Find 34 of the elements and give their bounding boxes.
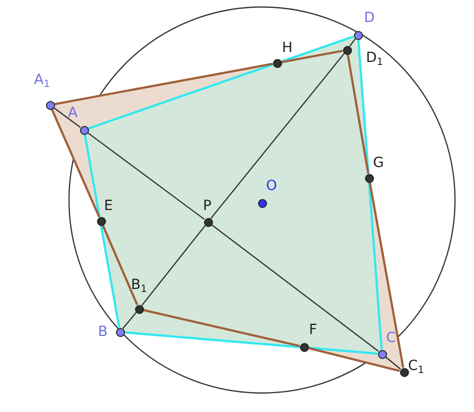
line-segment (102, 224, 138, 306)
line-segment (50, 108, 100, 218)
line-segment (122, 312, 137, 329)
point-label: D$_{1}$ (366, 50, 384, 66)
point-label: D (364, 10, 375, 26)
line-segment (308, 347, 400, 372)
point-label: P (203, 198, 212, 214)
line-segment (141, 225, 206, 306)
point-label: C$_{1}$ (408, 358, 424, 374)
line-segment (368, 182, 404, 368)
line-segment (211, 224, 379, 352)
line-segment (357, 39, 383, 350)
point-label: O (266, 178, 278, 194)
point-label: C (386, 330, 396, 346)
line-segment (385, 356, 401, 370)
point-label: B (98, 324, 108, 340)
point-label: H (282, 40, 293, 56)
point-label: A$_{1}$ (34, 72, 50, 88)
point-label: A (68, 105, 78, 121)
line-segment (281, 50, 343, 64)
line-segment (84, 134, 120, 328)
line-segment (88, 35, 354, 130)
line-segment (143, 308, 300, 348)
line-segment (349, 38, 356, 47)
line-segment (53, 107, 81, 128)
point-label: B$_{1}$ (131, 277, 147, 293)
line-segment (210, 53, 345, 219)
line-segment (87, 132, 205, 220)
point-label: G (373, 155, 384, 171)
line-segment (54, 62, 273, 106)
line-segment (346, 54, 370, 174)
point-label: F (309, 322, 318, 338)
line-segment (124, 331, 378, 355)
point-label: E (104, 198, 113, 214)
